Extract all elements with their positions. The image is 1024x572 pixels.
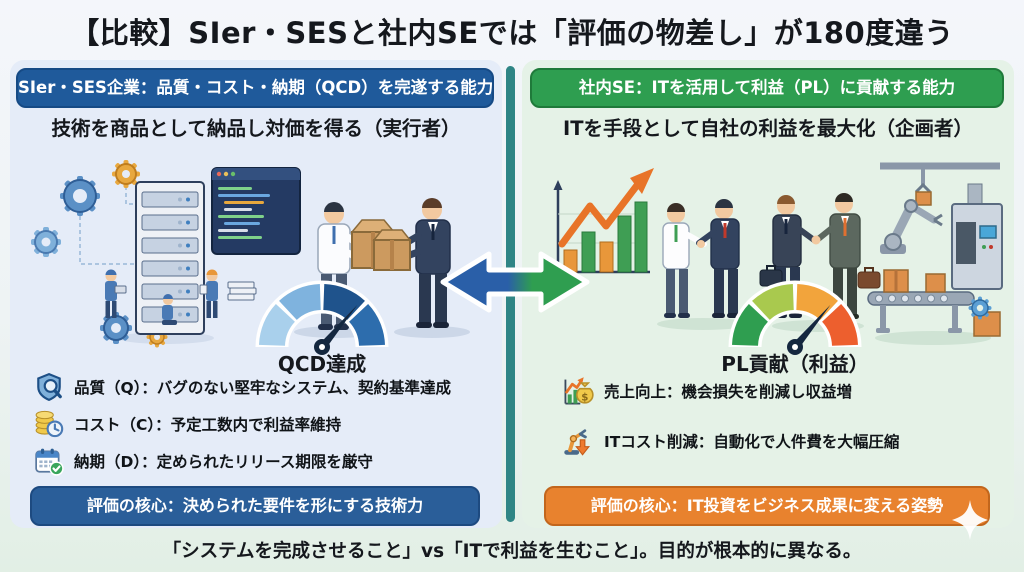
sier-ses-header-badge: SIer・SES企業：品質・コスト・納期（QCD）を完遂する能力 (16, 68, 494, 108)
shield-magnifier-icon (37, 372, 62, 402)
qcd-gauge-label: QCD達成 (277, 352, 367, 376)
list-item: ITコスト削減：自動化で人件費を大幅圧縮 (562, 426, 1004, 456)
gears-icon (31, 160, 168, 348)
list-item: コスト（C）：予定工数内で利益率維持 (34, 409, 492, 439)
bidirectional-arrow-icon (440, 251, 590, 313)
shanai-se-points: $ 売上向上：機会損失を削減し収益増 ITコスト削減：自動化で人件費を大幅圧縮 (562, 376, 1004, 476)
page-title: 【比較】SIer・SESと社内SEでは「評価の物差し」が180度違う (70, 16, 954, 50)
list-item: $ 売上向上：機会損失を削減し収益増 (562, 376, 1004, 406)
list-item-text: 売上向上：機会損失を削減し収益増 (604, 383, 853, 401)
sparkle-icon (952, 500, 988, 540)
list-item: 納期（D）：定められたリリース期限を厳守 (34, 446, 492, 476)
server-rack-icon (135, 181, 205, 335)
sales-growth-icon: $ (564, 377, 594, 405)
shanai-se-illustration (553, 162, 1003, 355)
calendar-check-icon (35, 448, 64, 476)
factory-automation-icon (867, 162, 1003, 337)
sier-ses-footer-badge: 評価の核心：決められた要件を形にする技術力 (30, 486, 480, 526)
pl-gauge-icon (728, 280, 862, 355)
coins-clock-icon (35, 410, 64, 438)
pl-gauge-label: PL貢献（利益） (721, 352, 869, 376)
code-window-icon (211, 167, 301, 255)
sier-ses-panel: SIer・SES企業：品質・コスト・納期（QCD）を完遂する能力 技術を商品とし… (10, 60, 502, 528)
client-receiving-box (372, 198, 451, 328)
shanai-se-footer-badge: 評価の核心：IT投資をビジネス成果に変える姿勢 (544, 486, 990, 526)
shanai-se-header-badge: 社内SE：ITを活用して利益（PL）に貢献する能力 (530, 68, 1004, 108)
list-item-text: ITコスト削減：自動化で人件費を大幅圧縮 (604, 433, 900, 451)
sier-ses-points: 品質（Q）：バグのない堅牢なシステム、契約基準達成 コスト（C）：予定工数内で利… (34, 372, 492, 483)
list-item: 品質（Q）：バグのない堅牢なシステム、契約基準達成 (34, 372, 492, 402)
list-item-text: 納期（D）：定められたリリース期限を厳守 (74, 453, 373, 471)
list-item-text: コスト（C）：予定工数内で利益率維持 (74, 416, 342, 434)
sier-ses-subtitle: 技術を商品として納品し対価を得る（実行者） (51, 117, 461, 140)
sier-ses-illustration (31, 160, 470, 355)
automation-cost-down-icon (564, 429, 591, 456)
shanai-se-subtitle: ITを手段として自社の利益を最大化（企画者） (563, 117, 973, 140)
shanai-se-panel: 社内SE：ITを活用して利益（PL）に貢献する能力 ITを手段として自社の利益を… (522, 60, 1014, 528)
bottom-summary: 「システムを完成させること」vs「ITで利益を生むこと」。目的が根本的に異なる。 (162, 541, 862, 562)
engineer-workers (105, 269, 257, 325)
qcd-gauge-icon (255, 280, 389, 355)
handshake-businessmen (662, 199, 740, 318)
svg-text:$: $ (581, 392, 588, 404)
growth-chart-icon (553, 168, 654, 274)
list-item-text: 品質（Q）：バグのない堅牢なシステム、契約基準達成 (74, 379, 451, 397)
